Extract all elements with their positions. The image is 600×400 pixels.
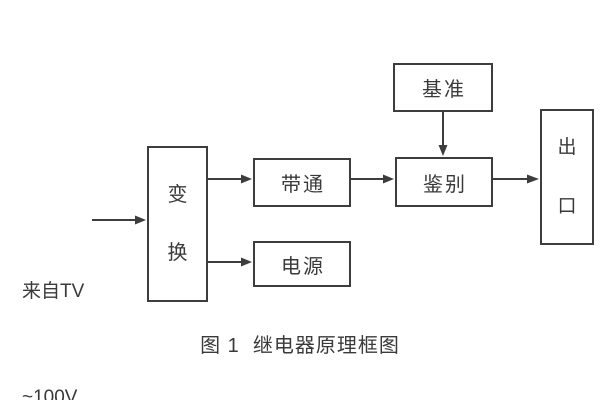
block-discriminate-label: 鉴别 bbox=[423, 173, 467, 196]
arrow-input bbox=[92, 215, 146, 225]
source-label-line1: 来自TV bbox=[22, 281, 85, 303]
source-label: 来自TV ~100V bbox=[22, 204, 84, 400]
block-reference: 基准 bbox=[393, 63, 493, 112]
block-transform-char1: 变 bbox=[167, 184, 188, 206]
arrow-bandpass-to-discriminate bbox=[350, 174, 394, 184]
block-output: 出 口 bbox=[540, 109, 594, 245]
block-power-label: 电源 bbox=[281, 255, 325, 278]
arrow-transform-to-bandpass bbox=[207, 174, 252, 184]
block-output-char2: 口 bbox=[557, 196, 577, 217]
block-transform-char2: 换 bbox=[167, 242, 188, 264]
block-discriminate: 鉴别 bbox=[395, 157, 493, 207]
block-transform: 变 换 bbox=[147, 146, 208, 302]
arrow-discriminate-to-output bbox=[492, 174, 539, 184]
block-bandpass-label: 带通 bbox=[281, 174, 325, 196]
block-power: 电源 bbox=[253, 241, 351, 287]
figure-caption: 图 1 继电器原理框图 bbox=[200, 335, 400, 357]
arrow-reference-to-discriminate bbox=[438, 112, 448, 156]
block-output-char1: 出 bbox=[557, 137, 577, 158]
source-label-line2: ~100V bbox=[22, 386, 78, 400]
arrow-transform-to-power bbox=[207, 257, 252, 267]
block-reference-label: 基准 bbox=[422, 79, 466, 101]
block-bandpass: 带通 bbox=[253, 158, 351, 207]
